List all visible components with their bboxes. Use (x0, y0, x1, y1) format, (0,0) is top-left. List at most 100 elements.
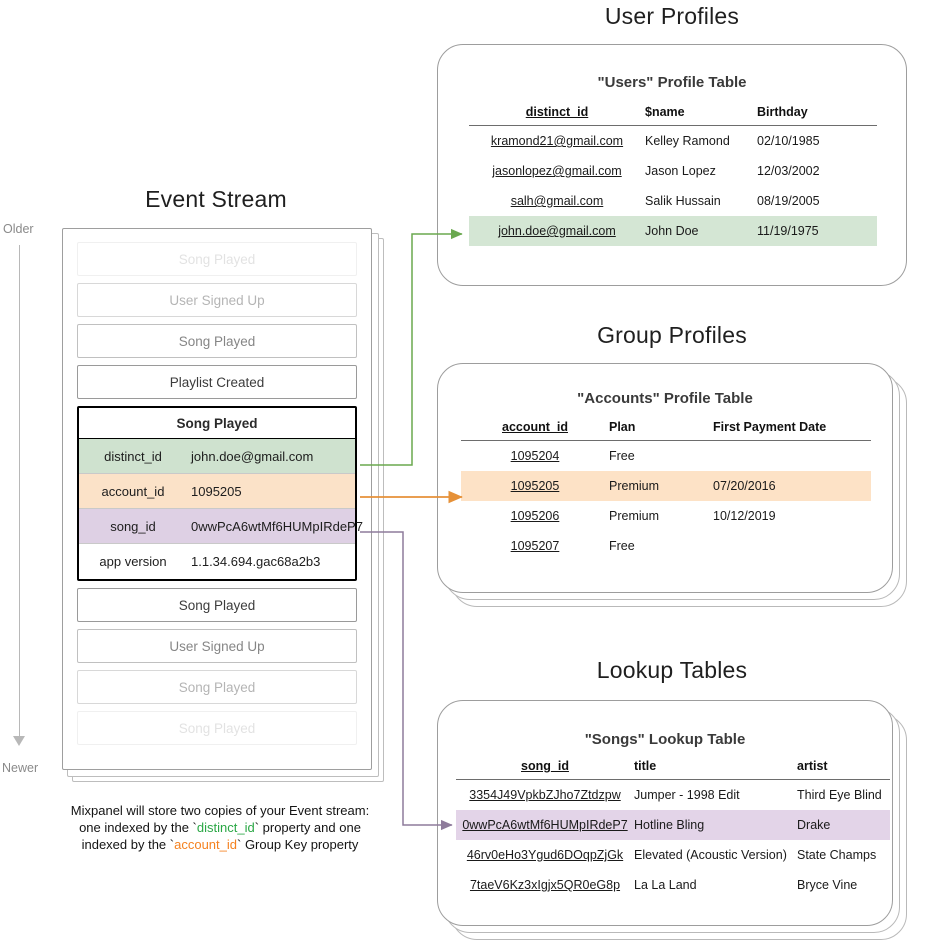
column-header-title: title (634, 759, 657, 773)
user-profiles-card: "Users" Profile Table distinct_id $name … (437, 44, 907, 286)
timeline-label-newer: Newer (2, 761, 39, 775)
cell-plan: Premium (609, 509, 660, 523)
lookup-tables-card: "Songs" Lookup Table song_id title artis… (437, 700, 893, 926)
cell-title: Elevated (Acoustic Version) (634, 848, 787, 862)
accounts-profile-table: account_id Plan First Payment Date 10952… (461, 420, 871, 561)
cell-distinct-id: jasonlopez@gmail.com (492, 164, 622, 178)
cell-birthday: 08/19/2005 (757, 194, 820, 208)
timeline-arrow-icon (13, 736, 25, 746)
table-row-highlighted[interactable]: john.doe@gmail.com John Doe 11/19/1975 (469, 216, 877, 246)
event-stream-stack: Song Played User Signed Up Song Played P… (62, 228, 384, 782)
user-profiles-table-title: "Users" Profile Table (597, 74, 747, 91)
cell-artist: Bryce Vine (797, 878, 858, 892)
cell-account-id: 1095207 (510, 539, 560, 553)
user-profiles-heading: User Profiles (604, 3, 740, 29)
selected-event-title: Song Played (79, 408, 355, 439)
group-profiles-panel: "Accounts" Profile Table account_id Plan… (437, 363, 915, 615)
cell-plan: Free (609, 449, 635, 463)
caption-token-distinct-id: distinct_id (196, 820, 255, 835)
caption-line-2-prefix: one indexed by the ` (79, 820, 197, 835)
event-stream-heading: Event Stream (145, 186, 287, 212)
lookup-tables-table-title: "Songs" Lookup Table (584, 731, 746, 748)
event-card[interactable]: Playlist Created (77, 365, 357, 399)
cell-song-id: 0wwPcA6wtMf6HUMpIRdeP7 (456, 810, 634, 840)
table-row[interactable]: 1095207 Free (461, 531, 871, 561)
property-key: account_id (101, 483, 165, 499)
event-property-row-distinct-id: distinct_id john.doe@gmail.com (79, 439, 355, 474)
table-row-highlighted[interactable]: 1095205 Premium 07/20/2016 (461, 471, 871, 501)
table-row[interactable]: 46rv0eHo3Ygud6DOqpZjGk Elevated (Acousti… (456, 840, 890, 870)
property-key: distinct_id (104, 448, 162, 464)
cell-birthday: 11/19/1975 (757, 216, 877, 246)
column-header-song-id: song_id (521, 759, 569, 773)
property-value: 1.1.34.694.gac68a2b3 (191, 554, 321, 569)
table-row-highlighted[interactable]: 0wwPcA6wtMf6HUMpIRdeP7 Hotline Bling Dra… (456, 810, 890, 840)
column-header-artist: artist (797, 759, 828, 773)
caption-line-3-suffix: ` Group Key property (237, 837, 359, 852)
cell-first-payment-date (713, 441, 871, 472)
cell-distinct-id: john.doe@gmail.com (469, 216, 645, 246)
cell-account-id: 1095204 (510, 449, 560, 463)
cell-first-payment-date: 07/20/2016 (713, 471, 871, 501)
property-value: john.doe@gmail.com (191, 448, 314, 464)
caption-line-3: indexed by the `account_id` Group Key pr… (20, 836, 420, 853)
table-row[interactable]: salh@gmail.com Salik Hussain 08/19/2005 (469, 186, 877, 216)
cell-plan: Free (609, 539, 635, 553)
event-card[interactable]: Song Played (77, 324, 357, 358)
user-profiles-panel: "Users" Profile Table distinct_id $name … (437, 44, 907, 286)
cell-name: Jason Lopez (645, 164, 716, 178)
property-value: 0wwPcA6wtMf6HUMpIRdeP7 (191, 518, 363, 534)
cell-name: Kelley Ramond (645, 134, 730, 148)
table-header-row: distinct_id $name Birthday (469, 105, 877, 126)
table-row[interactable]: 3354J49VpkbZJho7Ztdzpw Jumper - 1998 Edi… (456, 780, 890, 811)
table-row[interactable]: 1095206 Premium 10/12/2019 (461, 501, 871, 531)
column-header-plan: Plan (609, 420, 636, 434)
cell-distinct-id: salh@gmail.com (510, 194, 604, 208)
users-profile-table: distinct_id $name Birthday kramond21@gma… (469, 105, 877, 246)
cell-name: Salik Hussain (645, 194, 721, 208)
event-card[interactable]: User Signed Up (77, 283, 357, 317)
caption-line-2: one indexed by the `distinct_id` propert… (20, 819, 420, 836)
selected-event-card[interactable]: Song Played distinct_id john.doe@gmail.c… (77, 406, 363, 581)
column-header-first-payment-date: First Payment Date (713, 420, 827, 434)
caption-line-1: Mixpanel will store two copies of your E… (70, 803, 370, 818)
event-card[interactable]: Song Played (77, 711, 357, 745)
event-card[interactable]: Song Played (77, 670, 357, 704)
cell-song-id: 46rv0eHo3Ygud6DOqpZjGk (466, 848, 624, 862)
songs-lookup-table: song_id title artist 3354J49VpkbZJho7Ztd… (456, 759, 890, 900)
cell-song-id: 7taeV6Kz3xIgjx5QR0eG8p (469, 878, 621, 892)
table-row[interactable]: jasonlopez@gmail.com Jason Lopez 12/03/2… (469, 156, 877, 186)
event-card[interactable]: Song Played (77, 242, 357, 276)
timeline-label-older: Older (3, 222, 34, 236)
cell-title: La La Land (634, 878, 697, 892)
event-property-row-account-id: account_id 1095205 (79, 474, 355, 509)
cell-birthday: 12/03/2002 (757, 164, 820, 178)
lookup-tables-panel: "Songs" Lookup Table song_id title artis… (437, 700, 915, 948)
caption-token-account-id: account_id (174, 837, 237, 852)
event-list: Song Played User Signed Up Song Played P… (77, 242, 363, 756)
diagram-caption: Mixpanel will store two copies of your E… (20, 802, 420, 853)
cell-first-payment-date: 10/12/2019 (713, 509, 776, 523)
table-header-row: song_id title artist (456, 759, 890, 780)
lookup-tables-heading: Lookup Tables (596, 657, 748, 683)
timeline-axis (19, 245, 20, 740)
table-row[interactable]: kramond21@gmail.com Kelley Ramond 02/10/… (469, 126, 877, 157)
group-profiles-table-title: "Accounts" Profile Table (577, 390, 753, 407)
column-header-account-id: account_id (502, 420, 568, 434)
cell-birthday: 02/10/1985 (757, 134, 820, 148)
event-stream-card-front: Song Played User Signed Up Song Played P… (62, 228, 372, 770)
table-row[interactable]: 1095204 Free (461, 441, 871, 472)
event-property-row-song-id: song_id 0wwPcA6wtMf6HUMpIRdeP7 (79, 509, 363, 544)
property-key: app version (99, 554, 167, 569)
event-card[interactable]: Song Played (77, 588, 357, 622)
column-header-name: $name (645, 105, 685, 119)
group-profiles-card: "Accounts" Profile Table account_id Plan… (437, 363, 893, 593)
cell-title: Jumper - 1998 Edit (634, 788, 740, 802)
cell-account-id: 1095206 (510, 509, 560, 523)
cell-plan: Premium (609, 471, 713, 501)
table-row[interactable]: 7taeV6Kz3xIgjx5QR0eG8p La La Land Bryce … (456, 870, 890, 900)
event-property-row-app-version: app version 1.1.34.694.gac68a2b3 (79, 544, 355, 579)
event-card[interactable]: User Signed Up (77, 629, 357, 663)
group-profiles-heading: Group Profiles (597, 322, 747, 348)
